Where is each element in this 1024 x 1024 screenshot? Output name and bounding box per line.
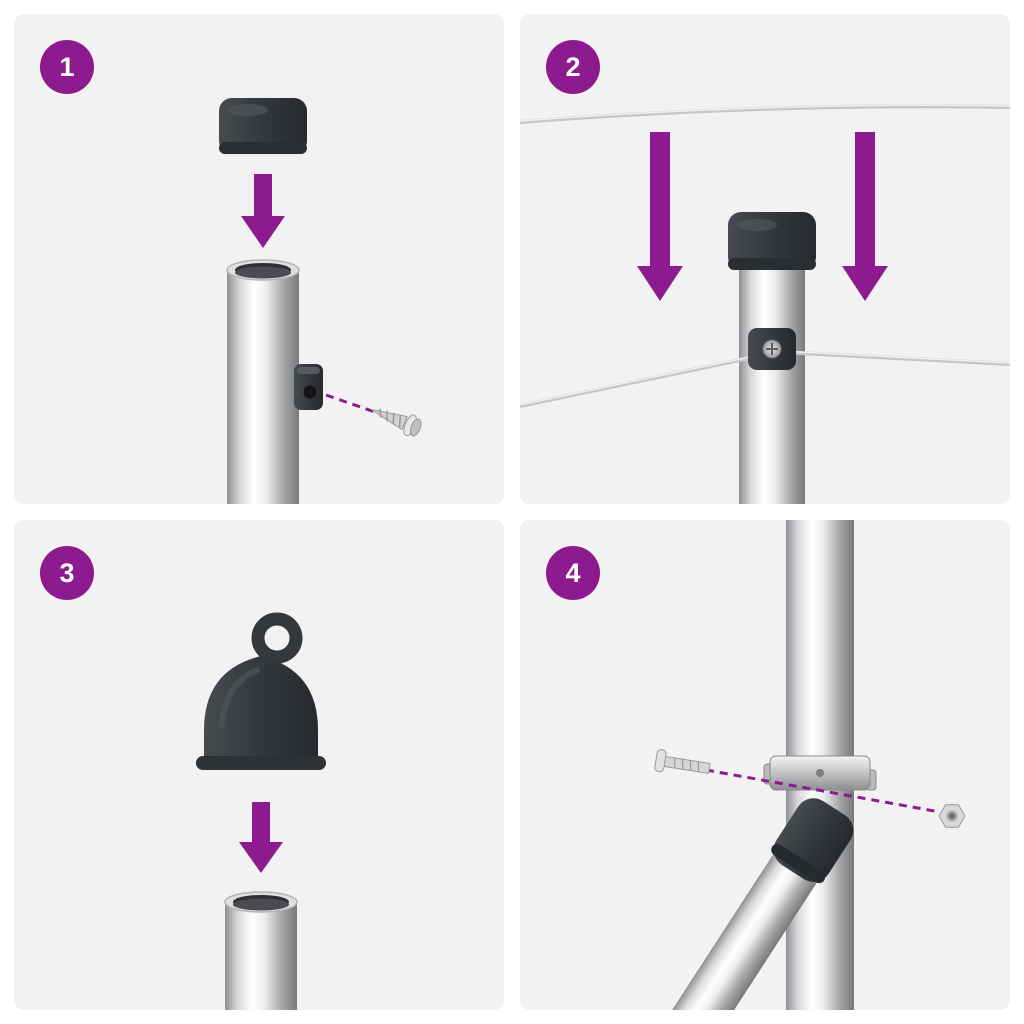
illustration-step-3 [196,612,326,1010]
bolt-icon [654,749,711,774]
step-panel-1: 1 [14,14,504,504]
screw-icon [370,408,422,437]
post-cap-icon [728,212,816,270]
illustration-step-1 [219,98,422,504]
down-arrow-icon [239,802,283,873]
eyelet-cap-icon [196,612,326,770]
diagonal-brace-icon [568,798,854,1010]
step-number-badge: 3 [40,546,94,600]
step-number: 2 [565,51,581,82]
illustration-step-4 [568,520,966,1010]
down-arrow-left-icon [637,132,683,301]
screw-fitting-icon [294,364,323,410]
step-panel-3: 3 [14,520,504,1010]
step-number: 4 [565,557,581,588]
nut-icon [938,804,966,828]
metal-post-icon [224,891,298,1010]
metal-post-icon [739,266,805,504]
band-clamp-icon [763,755,877,791]
top-wire-icon [520,104,1010,124]
step-number: 3 [59,557,75,588]
down-arrow-right-icon [842,132,888,301]
step-number: 1 [59,51,75,82]
dashed-guide-line [705,768,941,814]
down-arrow-icon [241,174,285,248]
step-panel-2: 2 [520,14,1010,504]
illustration-step-2 [520,104,1010,504]
step-number-badge: 4 [546,546,600,600]
step-number-badge: 1 [40,40,94,94]
metal-post-icon [226,259,300,504]
step-panel-4: 4 [520,520,1010,1010]
wire-clamp-icon [748,328,796,370]
step-number-badge: 2 [546,40,600,94]
lower-wire-icon [520,350,1010,408]
post-cap-icon [219,98,307,154]
